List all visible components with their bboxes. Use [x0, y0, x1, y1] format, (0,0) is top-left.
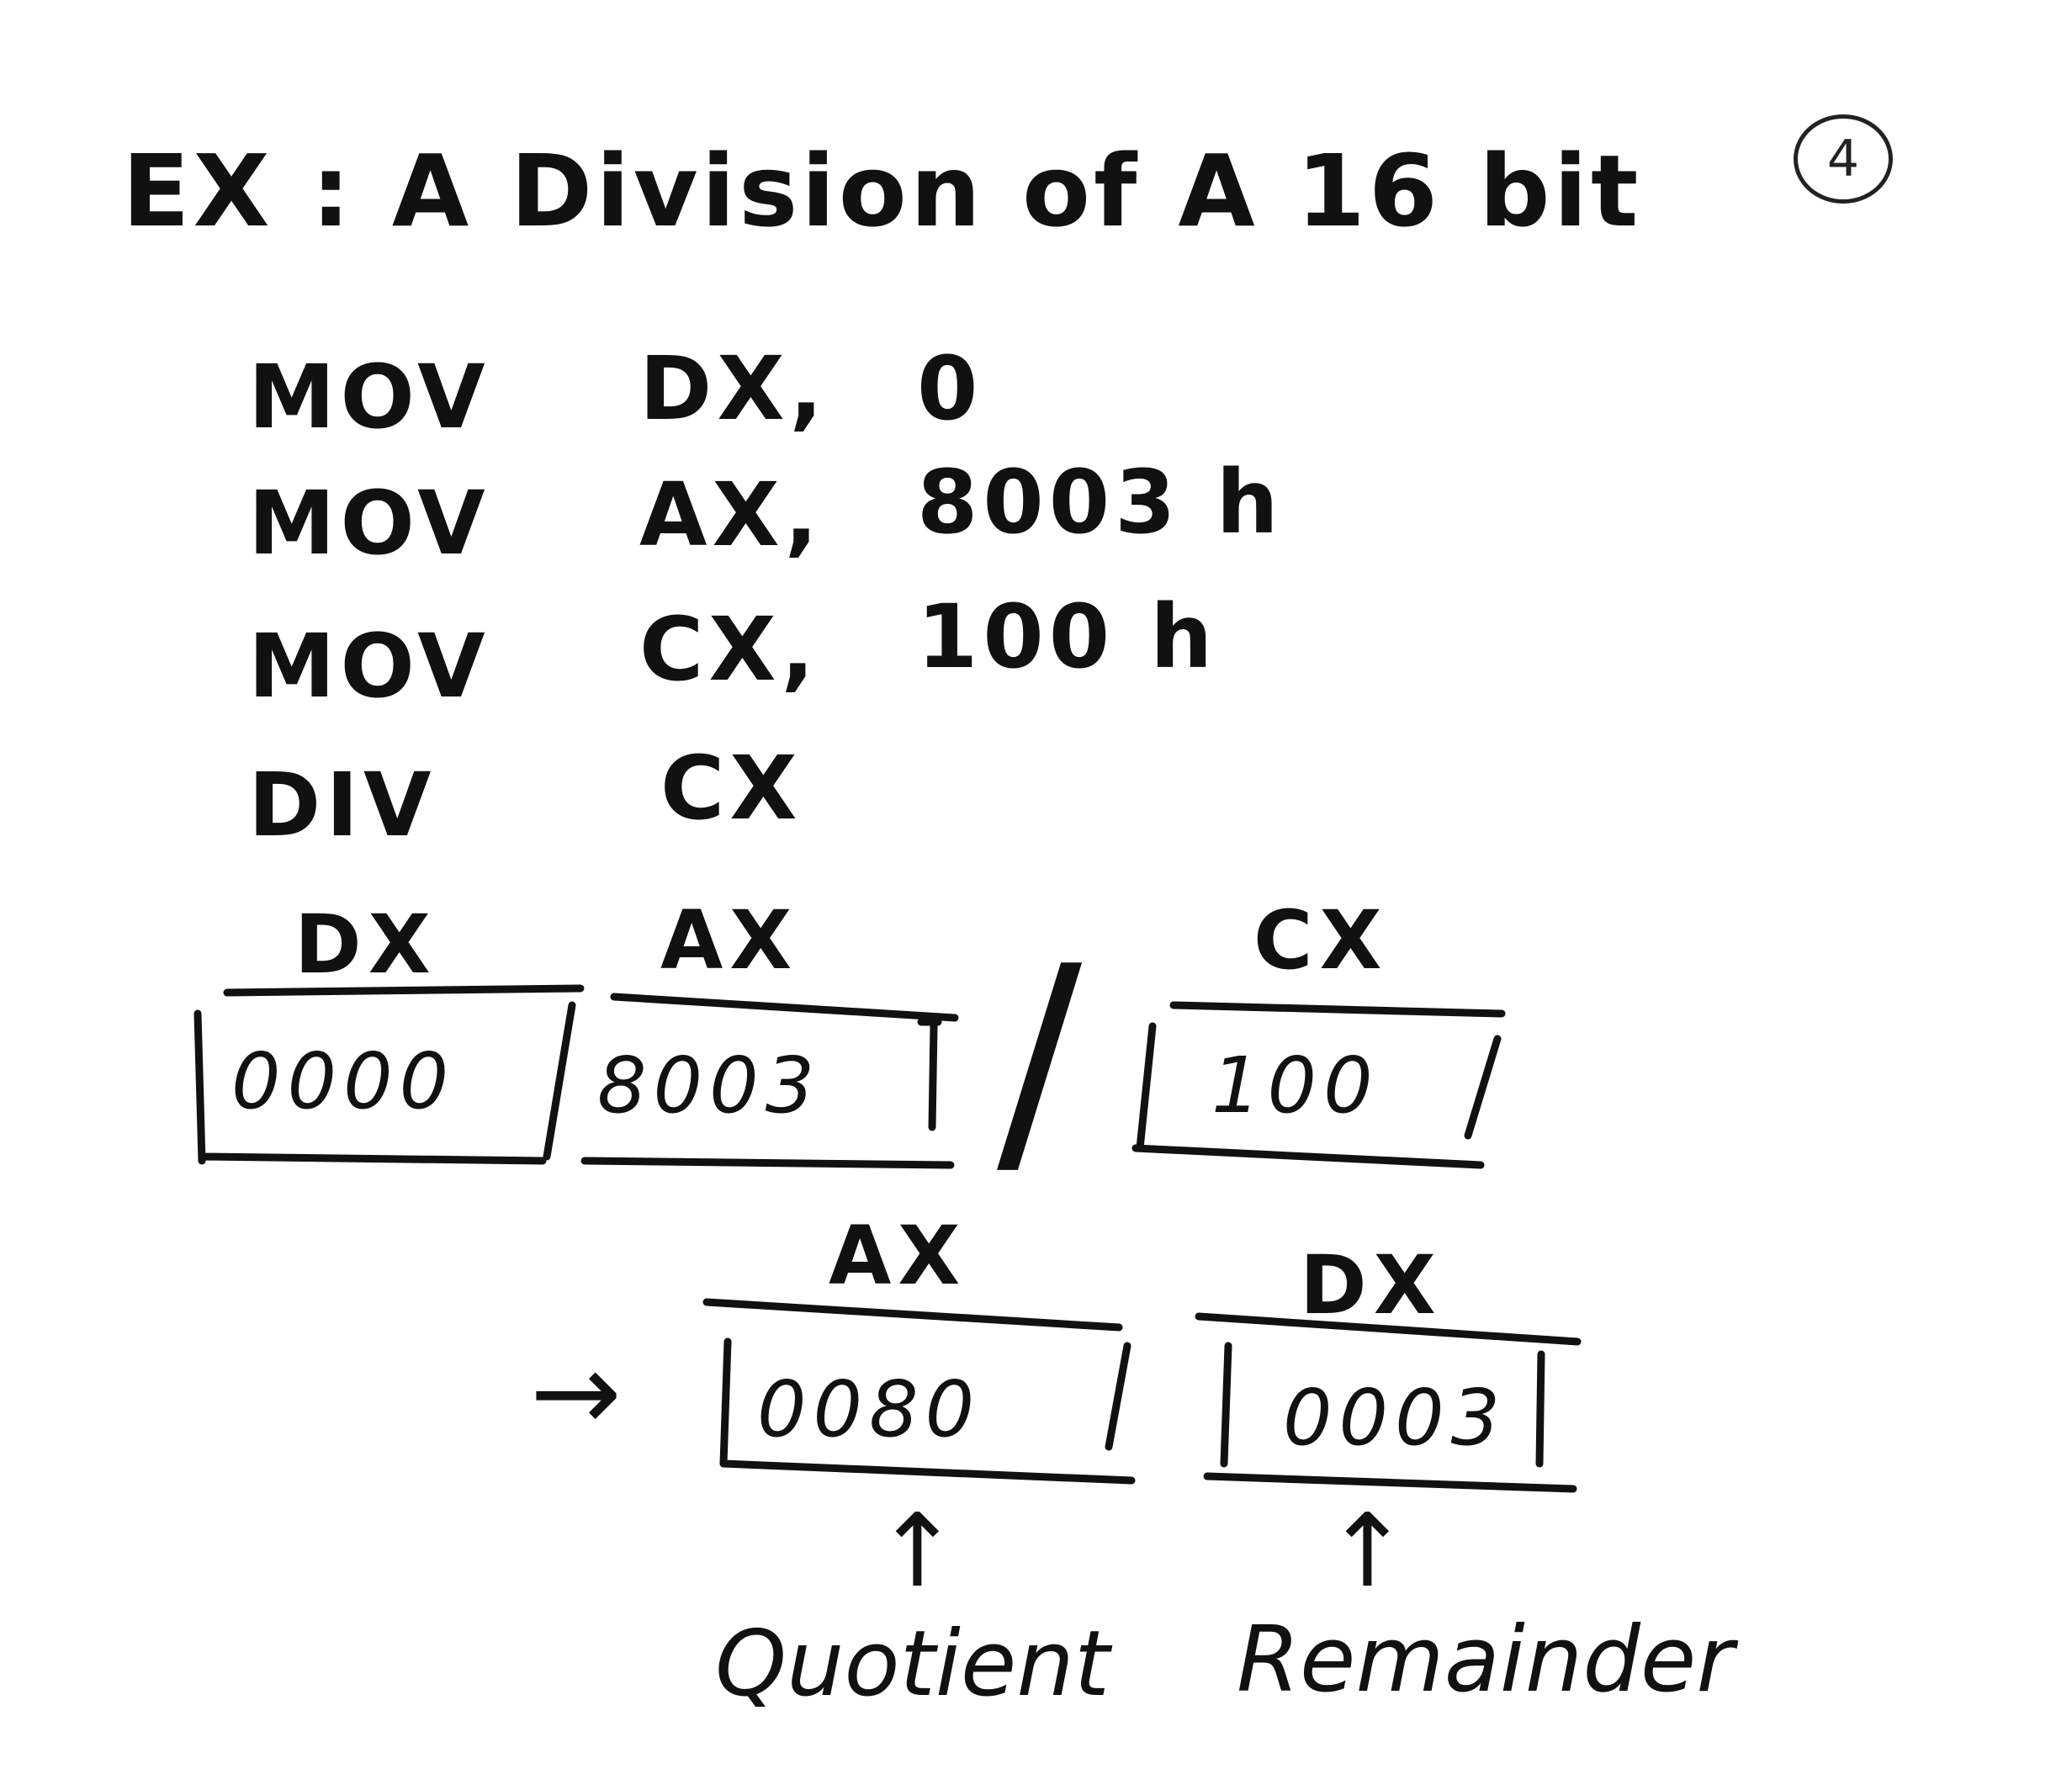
page-title: EX : A Division of A 16 bit: [122, 133, 1642, 249]
divide-sign: /: [997, 913, 1083, 1206]
result-label-ax: AX: [829, 1209, 967, 1303]
register-value-cx: 100: [1211, 1041, 1380, 1131]
instruction-value: 100 h: [917, 585, 1218, 688]
register-label-cx: CX: [1253, 893, 1389, 988]
quotient-caption: Quotient: [715, 1612, 1110, 1717]
register-label-dx: DX: [294, 898, 437, 992]
quotient-up-arrow-icon: ↑: [875, 1493, 960, 1610]
result-value-remainder: 0003: [1283, 1373, 1508, 1463]
register-value-dx: 0000: [231, 1036, 456, 1126]
instruction-operand: CX,: [639, 598, 820, 701]
instruction-op: MOV: [248, 615, 490, 718]
remainder-caption: Remainder: [1237, 1607, 1734, 1713]
instruction-operand: DX,: [639, 337, 829, 440]
instruction-operand: AX,: [639, 463, 824, 566]
instruction-op: DIV: [248, 754, 437, 856]
instruction-op: MOV: [248, 472, 490, 575]
instruction-value: 0: [917, 337, 983, 440]
instruction-op: MOV: [248, 346, 490, 448]
result-value-quotient: 0080: [757, 1364, 982, 1454]
register-label-ax: AX: [660, 893, 799, 988]
instruction-operand: CX: [660, 737, 803, 839]
instruction-value: 8003 h: [917, 451, 1284, 553]
result-label-dx: DX: [1300, 1238, 1443, 1332]
register-value-ax: 8003: [597, 1041, 822, 1131]
page-number-badge: 4: [1794, 114, 1893, 204]
result-arrow-icon: →: [530, 1328, 622, 1456]
remainder-up-arrow-icon: ↑: [1325, 1493, 1410, 1610]
